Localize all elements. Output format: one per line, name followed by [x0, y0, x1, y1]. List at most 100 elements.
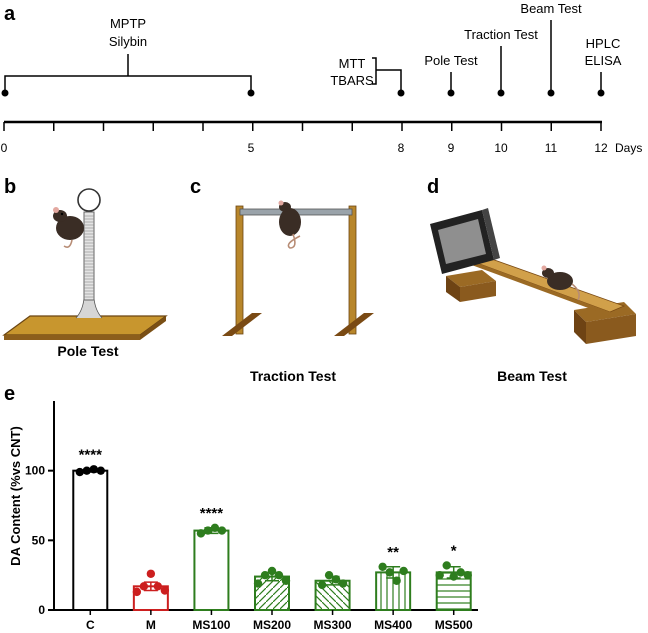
day-label-0: 0	[1, 141, 8, 155]
data-point	[463, 570, 472, 580]
data-point	[399, 566, 408, 576]
timeline-axis: 0 5 8 9 10 11 12 Days	[1, 120, 642, 155]
bar-c	[72, 469, 109, 611]
assay-line-2: TBARS	[330, 73, 374, 88]
y-tick-label: 0	[38, 603, 45, 617]
significance-marker: ****	[79, 446, 103, 463]
bar-group-ms100: MS100 ****	[192, 505, 230, 632]
data-point	[75, 467, 84, 477]
bar-group-c: C ****	[72, 446, 109, 632]
event-beam-test: Beam Test	[520, 1, 582, 92]
day-label-8: 8	[398, 141, 405, 155]
y-tick-label: 100	[25, 464, 45, 478]
event-pole-test: Pole Test	[424, 53, 478, 92]
data-point	[449, 572, 458, 581]
treatment-line-1: MPTP	[110, 16, 146, 31]
bar-group-ms300: MS300	[314, 570, 352, 632]
day-label-9: 9	[448, 141, 455, 155]
data-point	[456, 568, 465, 577]
panel-label-b: b	[4, 176, 16, 198]
data-point	[338, 579, 348, 588]
treatment-line-2: Silybin	[109, 34, 147, 49]
data-point	[196, 529, 206, 538]
panel-label-c: c	[190, 176, 201, 198]
data-point	[267, 566, 277, 576]
bar-group-ms200: MS200	[253, 566, 291, 632]
event-label-pole: Pole Test	[424, 53, 478, 68]
data-point	[331, 575, 341, 584]
data-point	[317, 580, 327, 590]
data-point	[210, 523, 220, 532]
data-point	[274, 570, 284, 580]
x-tick-label: MS100	[192, 618, 230, 632]
chart-bars: C **** M MS100 **** MS200 MS300 MS400 ** MS500 *	[72, 446, 473, 632]
significance-marker: ****	[200, 505, 224, 522]
data-point	[132, 587, 142, 597]
days-unit: Days	[615, 141, 642, 155]
data-point	[260, 570, 270, 580]
x-tick-label: MS200	[253, 618, 291, 632]
event-label-beam: Beam Test	[520, 1, 582, 16]
significance-marker: **	[387, 544, 399, 561]
caption-traction-test: Traction Test	[250, 368, 336, 384]
y-axis-title: DA Content (%vs CNT)	[8, 426, 23, 566]
data-point	[324, 570, 334, 580]
event-label-traction: Traction Test	[464, 27, 538, 42]
data-point	[378, 562, 387, 572]
x-tick-label: M	[146, 618, 156, 632]
beam-test-illustration	[430, 208, 636, 344]
data-point	[435, 570, 444, 580]
data-point	[253, 579, 263, 588]
data-point	[139, 582, 149, 591]
mouse-icon	[53, 207, 84, 248]
x-tick-label: MS400	[374, 618, 412, 632]
data-point	[281, 576, 291, 585]
bar-chart: DA Content (%vs CNT) 0 50 100 C **** M MS100 *…	[8, 401, 478, 632]
treatment-bracket	[4, 54, 252, 92]
x-tick-label: C	[86, 618, 95, 632]
x-tick-label: MS500	[435, 618, 473, 632]
assay-line-1: MTT	[339, 56, 366, 71]
data-point	[153, 582, 163, 591]
end-assays: HPLC ELISA	[585, 36, 622, 92]
data-point	[89, 465, 98, 474]
data-point	[442, 561, 451, 570]
y-tick-label: 50	[32, 533, 46, 547]
data-point	[146, 569, 156, 578]
bar-group-m: M	[132, 569, 170, 632]
x-tick-label: MS300	[314, 618, 352, 632]
bar-group-ms400: MS400 **	[374, 544, 412, 632]
day-label-10: 10	[494, 141, 508, 155]
end-line-1: HPLC	[586, 36, 621, 51]
data-point	[96, 466, 105, 475]
mouse-icon	[278, 200, 301, 249]
mouse-icon	[541, 265, 580, 301]
panel-label-d: d	[427, 176, 439, 198]
timeline-dots	[1, 89, 605, 97]
assay-label: MTT TBARS	[330, 56, 374, 88]
data-point	[82, 466, 91, 475]
data-point	[160, 586, 170, 595]
panel-label-e: e	[4, 383, 15, 405]
day-label-5: 5	[248, 141, 255, 155]
assay-bracket	[372, 57, 402, 92]
end-line-2: ELISA	[585, 53, 622, 68]
day-label-11: 11	[545, 141, 558, 155]
panel-label-a: a	[4, 3, 16, 25]
bar-ms100	[193, 529, 230, 612]
caption-pole-test: Pole Test	[57, 343, 119, 359]
treatment-label: MPTP Silybin	[109, 16, 147, 49]
pole-test-illustration	[2, 188, 168, 340]
data-point	[217, 526, 227, 535]
data-point	[385, 568, 394, 577]
bar-group-ms500: MS500 *	[435, 542, 473, 632]
data-point	[392, 576, 401, 585]
data-point	[203, 526, 213, 535]
significance-marker: *	[451, 542, 457, 559]
event-traction-test: Traction Test	[464, 27, 538, 92]
day-label-12: 12	[594, 141, 608, 155]
caption-beam-test: Beam Test	[497, 368, 567, 384]
error-bar	[143, 581, 158, 592]
traction-test-illustration	[222, 200, 374, 336]
